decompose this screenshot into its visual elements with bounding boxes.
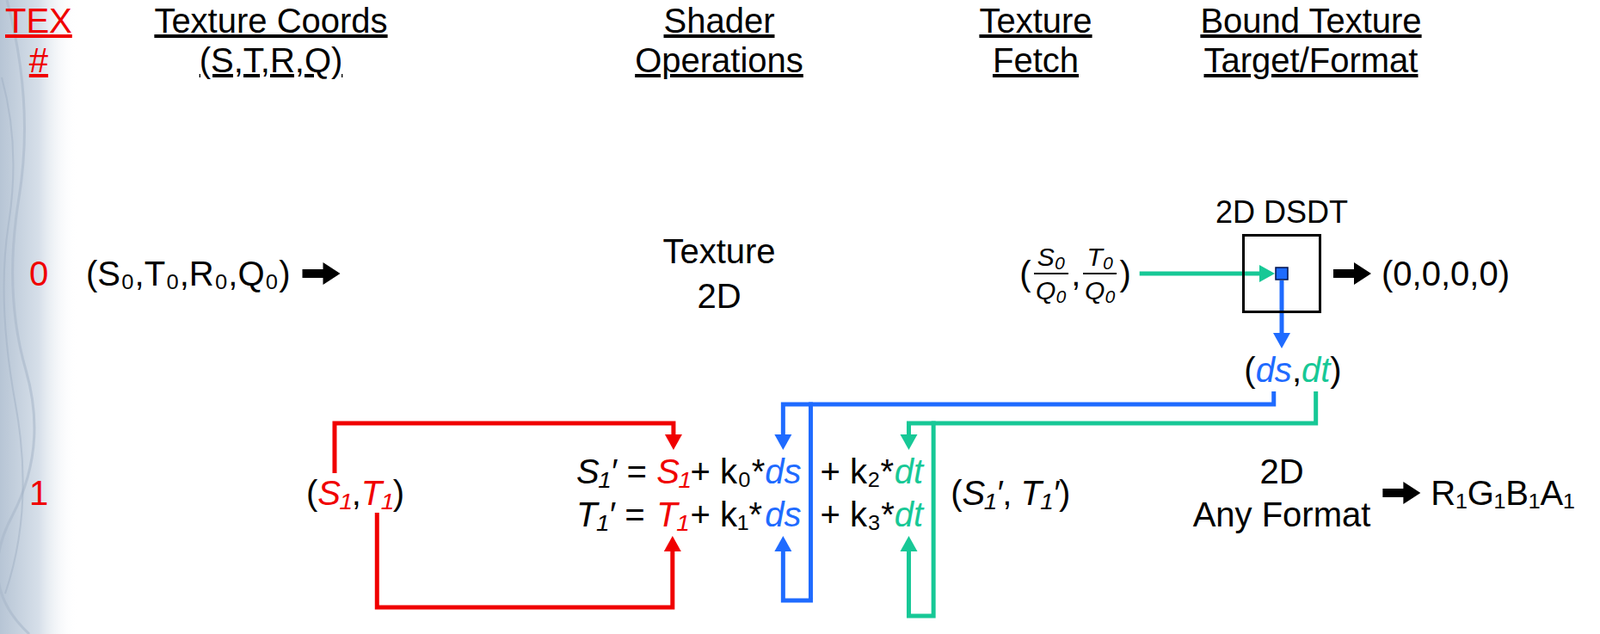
flow-arrow (302, 262, 341, 285)
column-header: Texture Coords (153, 0, 388, 41)
shader-op: Texture (662, 231, 776, 271)
column-header: Target/Format (1204, 40, 1419, 80)
fetch-result: (0,0,0,0) (1381, 253, 1510, 294)
column-header: Shader (664, 0, 776, 41)
numerator: S₀ (1033, 242, 1070, 275)
offset-pair: (ds,dt) (1243, 350, 1342, 390)
texture-box: 2D DSDT (1242, 233, 1322, 314)
arrow-head (1273, 332, 1291, 349)
bracket: ) (1329, 350, 1342, 390)
coord-s: S₁ (317, 473, 351, 513)
column-header: # (29, 40, 49, 80)
stone-vein (1, 77, 24, 594)
coord: T₁′ (1020, 473, 1059, 513)
column-header: Operations (634, 40, 804, 80)
arrow-head (774, 535, 792, 552)
flow-arrow (1333, 262, 1372, 285)
comma: , (1070, 253, 1081, 294)
bracket: ( (950, 473, 962, 513)
target-format: Any Format (1193, 494, 1372, 535)
column-header: (S,T,R,Q) (199, 40, 344, 80)
formula-term: S₁ (656, 451, 690, 492)
comma: , (351, 473, 362, 513)
stone-band (0, 0, 78, 634)
offset-ds: ds (1255, 350, 1293, 390)
fraction: S₀Q₀ (1033, 242, 1070, 305)
arrow-head (1259, 264, 1275, 283)
formula-term: ds (764, 451, 820, 492)
formula-term: dt (894, 451, 944, 492)
bracket: ( (1243, 350, 1256, 390)
comma: , (1002, 473, 1021, 513)
comma: , (1292, 350, 1302, 390)
ds-leader (782, 391, 1274, 435)
bracket: ( (1019, 253, 1031, 294)
column-header: Fetch (992, 40, 1079, 80)
output-coords: (S₁′,T₁′) (950, 473, 1071, 513)
row-number: 1 (29, 473, 49, 513)
bracket: ( (306, 473, 318, 513)
offset-dt: dt (1301, 350, 1330, 390)
input-coords: (S₁,T₁) (306, 473, 405, 513)
dsdt-output-arrow (1280, 280, 1285, 333)
arrow-head (664, 434, 683, 450)
target-format: 2D (1259, 451, 1304, 492)
fetch-point (1275, 267, 1288, 280)
arrow-head (899, 535, 917, 552)
column-header: Bound Texture (1200, 0, 1422, 41)
dt-leader (908, 391, 1316, 435)
denominator: Q₀ (1035, 274, 1067, 305)
bracket: ) (1119, 253, 1131, 294)
fetch-result: R₁G₁B₁A₁ (1430, 473, 1575, 513)
formula-term: S₁′ = (576, 451, 657, 492)
box-heading: 2D DSDT (1215, 194, 1348, 230)
texture-coords: (S₀,T₀,R₀,Q₀) (86, 253, 291, 294)
arrow-head (899, 434, 917, 450)
bracket: ) (393, 473, 405, 513)
numerator: T₀ (1083, 242, 1117, 275)
formula-grid: S₁′ =S₁+ k₀*ds+ k₂*dtT₁′ =T₁+ k₁*ds+ k₃*… (576, 451, 944, 535)
arrow-head (774, 434, 792, 450)
formula-term: dt (894, 494, 944, 535)
projected-coords: (S₀Q₀,T₀Q₀) (1019, 242, 1131, 305)
formula-term: ds (764, 494, 820, 535)
stone-vein (0, 0, 35, 634)
column-header: Texture (978, 0, 1092, 41)
formula-term: + k₁* (690, 494, 764, 535)
arrow-head (664, 535, 682, 552)
formula-term: + k₀* (690, 451, 766, 492)
denominator: Q₀ (1084, 274, 1116, 305)
stone-edge-decoration (0, 0, 78, 634)
shader-op: 2D (696, 276, 741, 316)
coord-t: T₁ (361, 473, 394, 513)
formula-term: + k₃* (819, 494, 894, 535)
fraction: T₀Q₀ (1083, 242, 1117, 305)
formula-term: T₁ (656, 494, 689, 535)
bracket: ) (1058, 473, 1071, 513)
formula-term: + k₂* (819, 451, 894, 492)
flow-arrow (1382, 481, 1421, 505)
formula-term: T₁′ = (576, 494, 655, 535)
coord: S₁′ (961, 473, 1003, 513)
column-header: TEX (5, 0, 73, 41)
row-number: 0 (29, 253, 49, 294)
